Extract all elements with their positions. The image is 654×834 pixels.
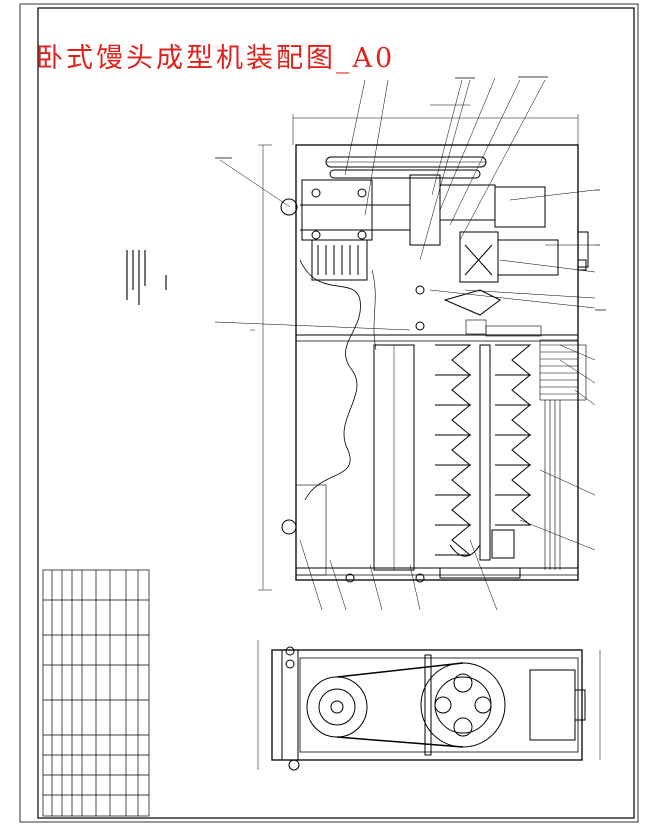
- overall-dimensions: [250, 104, 579, 591]
- base-rollers: [345, 567, 521, 583]
- chain-assembly: [465, 319, 587, 570]
- side-panels: [280, 198, 415, 576]
- drawing-title: 卧式馒头成型机装配图_A0: [36, 43, 396, 74]
- machine-frame: [295, 144, 579, 581]
- title-block: [42, 569, 150, 817]
- drive-motor: [300, 179, 410, 281]
- gearbox: [409, 174, 589, 331]
- sheet-border: [19, 3, 639, 823]
- technical-notes: [126, 250, 167, 305]
- part-balloons: [215, 76, 606, 311]
- spiral-roller: [435, 344, 532, 561]
- section-break-line: [299, 259, 361, 501]
- leader-lines: [214, 77, 596, 611]
- front-view: [126, 76, 606, 611]
- top-belt: [325, 156, 487, 179]
- plan-view: [257, 640, 601, 771]
